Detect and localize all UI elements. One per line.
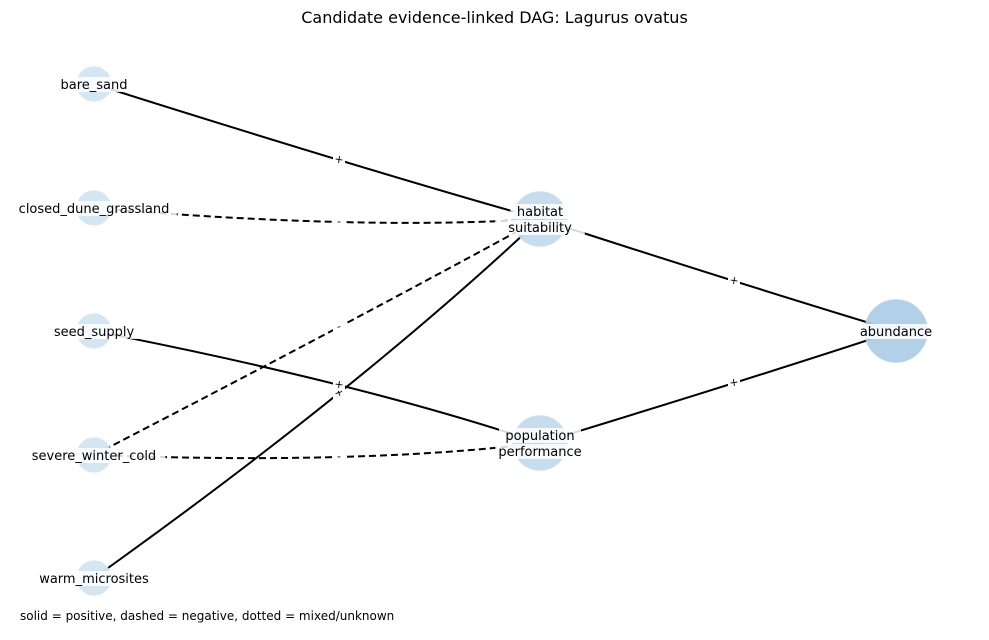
edge-sign-label: +: [334, 152, 345, 166]
legend-caption: solid = positive, dashed = negative, dot…: [20, 609, 395, 623]
node-closed_dune_grassland: closed_dune_grassland: [11, 190, 177, 226]
node-label: suitability: [508, 221, 572, 236]
edge-bare_sand-to-habitat_suitability: [93, 83, 541, 220]
edge-sign-label: +: [728, 375, 739, 389]
edge-sign-7: +: [728, 375, 740, 390]
nodes-layer: bare_sand closed_dune_grassland seed_suppl…: [11, 66, 934, 596]
edge-sign-4: +: [333, 377, 345, 392]
node-label: seed_supply: [54, 325, 135, 340]
edge-sign-0: +: [333, 152, 345, 167]
edge-warm_microsites-to-habitat_suitability: [93, 218, 541, 579]
node-label: severe_winter_cold: [32, 449, 156, 464]
node-severe_winter_cold: severe_winter_cold: [22, 437, 166, 473]
edge-sign-label: -: [337, 215, 341, 228]
node-label: performance: [498, 445, 581, 460]
node-abundance: abundance: [858, 299, 934, 363]
diagram-title: Candidate evidence-linked DAG: Lagurus o…: [301, 8, 688, 27]
edge-sign-5: -: [333, 449, 345, 463]
edge-sign-2: -: [333, 319, 345, 333]
node-label: population: [505, 429, 574, 444]
node-label: bare_sand: [60, 78, 127, 93]
node-warm_microsites: warm_microsites: [34, 560, 154, 596]
edge-habitat_suitability-to-abundance: [539, 218, 897, 332]
edge-sign-label: -: [337, 450, 341, 463]
edge-seed_supply-to-population_performance: [93, 330, 541, 444]
node-label: habitat: [517, 205, 563, 220]
node-bare_sand: bare_sand: [56, 66, 132, 102]
edge-population_performance-to-abundance: [539, 330, 897, 444]
node-label: closed_dune_grassland: [19, 202, 170, 217]
edge-sign-6: +: [728, 273, 740, 288]
edge-severe_winter_cold-to-habitat_suitability: [93, 218, 541, 456]
node-label: abundance: [860, 325, 932, 340]
node-label: warm_microsites: [39, 572, 149, 587]
node-seed_supply: seed_supply: [49, 313, 139, 349]
edges-layer: [93, 83, 897, 579]
signs-layer: +--++-++: [332, 152, 740, 463]
edge-sign-1: -: [333, 214, 345, 228]
edge-sign-label: +: [334, 377, 345, 391]
edge-sign-label: +: [729, 273, 740, 287]
edge-sign-label: -: [335, 320, 342, 334]
